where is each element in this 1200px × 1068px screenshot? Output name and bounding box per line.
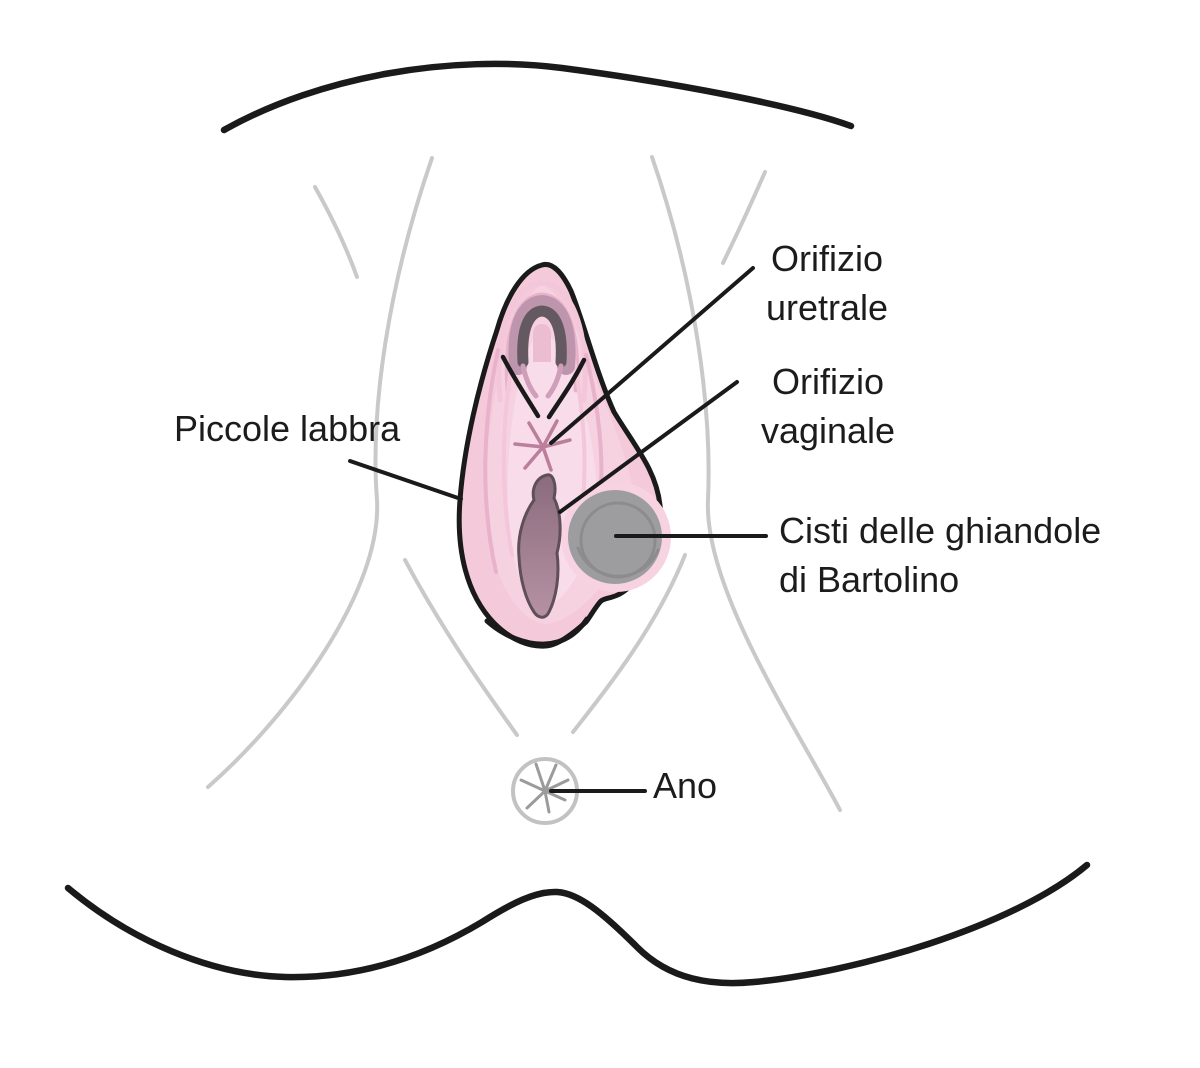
mons-pubis-contour bbox=[220, 60, 855, 134]
label-bartholin-cyst-line1: Cisti delle ghiandole bbox=[779, 510, 1102, 551]
perineal-line-right bbox=[571, 553, 687, 734]
fold-left-outer bbox=[483, 348, 500, 574]
body-contours bbox=[64, 60, 1091, 987]
leader-vaginal-orifice bbox=[558, 380, 739, 514]
label-urethral-orifice-line2: uretrale bbox=[765, 286, 889, 328]
leader-urethral-orifice bbox=[549, 266, 755, 445]
hood-shadow-left bbox=[520, 363, 539, 399]
skin-crease-lines bbox=[206, 155, 842, 812]
label-anus: Ano bbox=[653, 765, 718, 806]
perineal-line-left bbox=[403, 558, 519, 737]
clitoral-hood bbox=[508, 294, 576, 399]
anus-figure bbox=[511, 757, 579, 825]
label-bartholin-cyst-line2: di Bartolino bbox=[779, 558, 960, 600]
label-vaginal-orifice: Orifizio vaginale bbox=[733, 358, 923, 455]
perineum-fold bbox=[484, 616, 590, 647]
hood-slot bbox=[533, 324, 551, 362]
inner-labia-lines bbox=[500, 354, 587, 420]
vaginal-orifice bbox=[517, 473, 562, 619]
labial-folds bbox=[483, 348, 604, 574]
label-bartholin-cyst: Cisti delle ghiandole di Bartolino bbox=[779, 507, 1101, 604]
cyst-lower-arc bbox=[576, 546, 660, 578]
leader-labia-minora bbox=[348, 459, 463, 501]
label-urethral-orifice: Orifizio uretrale bbox=[732, 235, 922, 332]
inner-labium-right-edge bbox=[546, 357, 587, 420]
groin-crease-right-long bbox=[650, 155, 842, 812]
groin-crease-right-short bbox=[721, 170, 767, 265]
buttocks-contour bbox=[64, 861, 1091, 987]
inner-labium-left-edge bbox=[500, 354, 541, 419]
fold-left-inner bbox=[501, 353, 515, 557]
urethral-orifice-star bbox=[513, 419, 572, 472]
groin-crease-left-long bbox=[206, 156, 434, 789]
hood-arch bbox=[517, 305, 567, 368]
label-vaginal-orifice-line2: vaginale bbox=[760, 409, 896, 451]
label-labia-minora: Piccole labbra bbox=[174, 408, 401, 449]
groin-crease-left-short bbox=[313, 185, 359, 279]
leader-lines bbox=[348, 266, 768, 793]
hood-shadow-right bbox=[545, 363, 564, 399]
prepuce-arc-outer bbox=[496, 280, 588, 403]
label-vaginal-orifice-line1: Orifizio bbox=[771, 361, 884, 402]
label-urethral-orifice-line1: Orifizio bbox=[770, 238, 883, 279]
anus-star bbox=[519, 762, 570, 814]
